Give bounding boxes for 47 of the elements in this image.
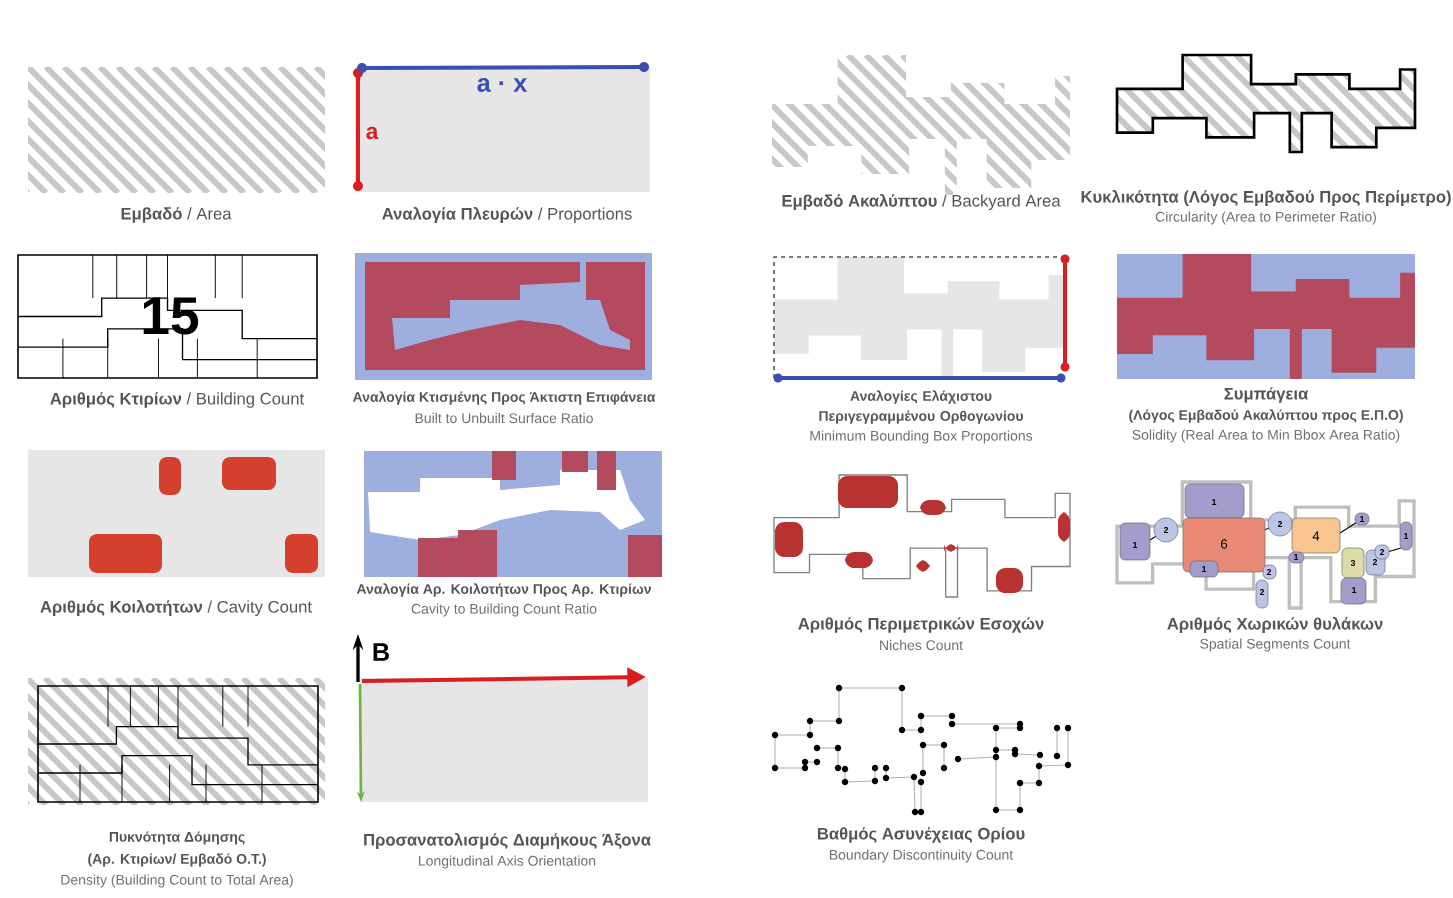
dimension-label: a · x bbox=[477, 78, 528, 92]
caption: Αριθμός Κτιρίων / Building Count bbox=[50, 392, 305, 408]
caption: Κυκλικότητα (Λόγος Εμβαδού Προς Περίμετρο) bbox=[1081, 190, 1451, 206]
segment-number: 2 bbox=[1277, 521, 1283, 527]
segment-number: 1 bbox=[1294, 554, 1299, 560]
segment-number: 4 bbox=[1312, 531, 1320, 541]
segment-number: 1 bbox=[1404, 533, 1409, 539]
caption-subtitle: Niches Count bbox=[880, 639, 963, 651]
segment-number: 2 bbox=[1259, 589, 1265, 595]
caption: Αριθμός Χωρικών θυλάκων bbox=[1167, 617, 1383, 633]
caption: Πυκνότητα Δόμησης bbox=[109, 831, 245, 845]
caption: Αριθμός Κοιλοτήτων / Cavity Count bbox=[40, 600, 312, 616]
caption-subtitle: Boundary Discontinuity Count bbox=[829, 849, 1014, 863]
segment-number: 1 bbox=[1212, 499, 1217, 505]
caption: Βαθμός Ασυνέχειας Ορίου bbox=[817, 827, 1025, 843]
caption-subtitle: Built to Unbuilt Surface Ratio bbox=[415, 412, 593, 424]
caption-subtitle: Minimum Bounding Box Proportions bbox=[810, 430, 1033, 444]
segment-number: 2 bbox=[1379, 549, 1385, 555]
caption: Αναλογίες Ελάχιστου Περιγεγραμμένου Ορθογωνίου bbox=[819, 390, 1023, 424]
segment-number: 6 bbox=[1220, 539, 1228, 549]
segment-number: 1 bbox=[1202, 566, 1207, 572]
caption: Αναλογία Πλευρών / Proportions bbox=[382, 207, 632, 223]
caption: Προσανατολισμός Διαμήκους Άξονα bbox=[364, 833, 651, 849]
caption-subtitle: Density (Building Count to Total Area) bbox=[61, 874, 293, 888]
count-number: 15 bbox=[143, 297, 199, 335]
segment-number: 2 bbox=[1266, 569, 1272, 575]
segment-number: 2 bbox=[1372, 559, 1378, 565]
caption-subtitle: Circularity (Area to Perimeter Ratio) bbox=[1155, 211, 1376, 225]
caption: (Αρ. Κτιρίων/ Εμβαδό Ο.Τ.) bbox=[88, 853, 266, 867]
caption-subtitle: Spatial Segments Count bbox=[1200, 638, 1351, 652]
caption: Εμβαδό / Area bbox=[121, 207, 232, 223]
segment-number: 2 bbox=[1163, 527, 1169, 533]
caption-subtitle: Solidity (Real Area to Min Bbox Area Ratio) bbox=[1132, 429, 1400, 443]
dimension-label: a bbox=[366, 126, 379, 140]
caption: Αριθμός Περιμετρικών Εσοχών bbox=[798, 617, 1044, 633]
caption: Εμβαδό Ακαλύπτου / Backyard Area bbox=[782, 194, 1061, 210]
segment-number: 3 bbox=[1350, 559, 1356, 567]
segment-number: 1 bbox=[1133, 542, 1138, 548]
segment-number: 1 bbox=[1360, 516, 1365, 522]
segment-number: 1 bbox=[1352, 587, 1357, 593]
caption-subtitle: Longitudinal Axis Orientation bbox=[419, 855, 596, 869]
caption-subtitle: Cavity to Building Count Ratio bbox=[411, 603, 597, 617]
north-label: B bbox=[373, 643, 389, 661]
caption: (Λόγος Εμβαδού Ακαλύπτου προς Ε.Π.Ο) bbox=[1129, 409, 1403, 423]
caption: Συμπάγεια bbox=[1224, 387, 1309, 403]
caption: Αναλογία Αρ. Κοιλοτήτων Προς Αρ. Κτιρίων bbox=[356, 583, 651, 597]
caption: Αναλογία Κτισμένης Προς Άκτιστη Επιφάνεια bbox=[352, 391, 656, 405]
